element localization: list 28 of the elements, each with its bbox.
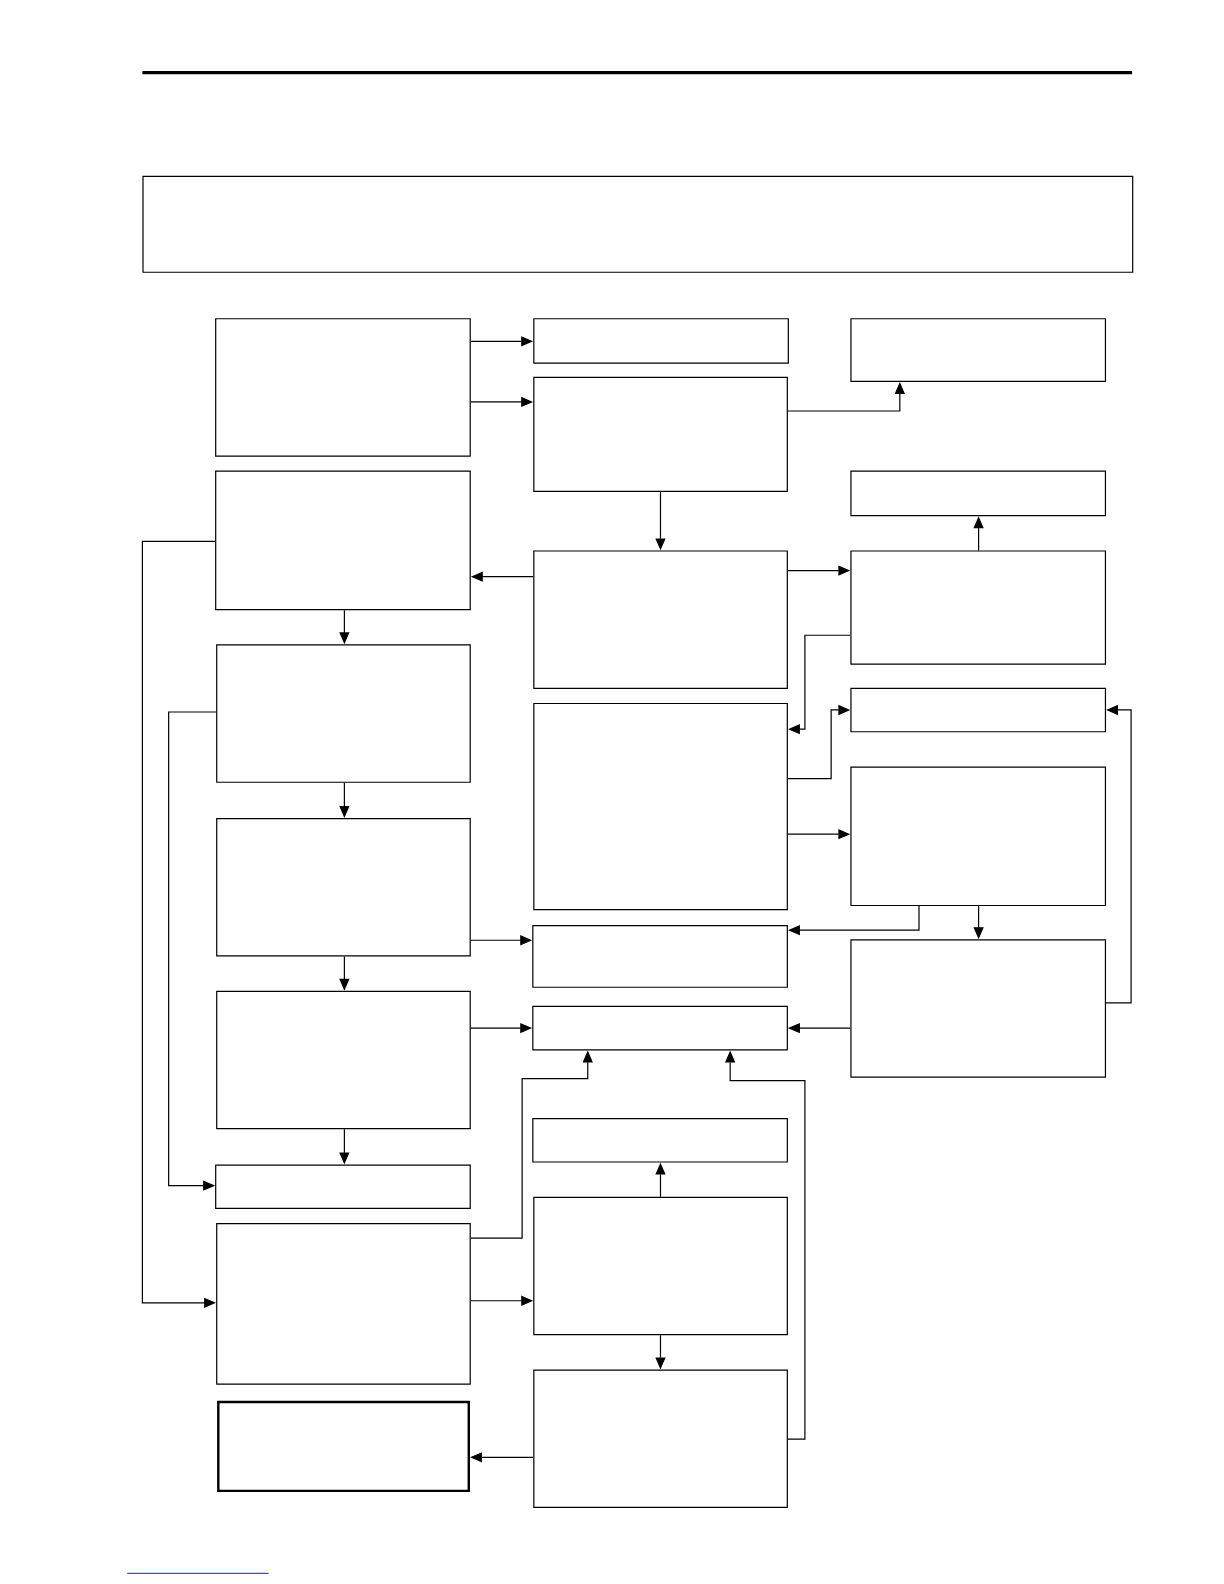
process-box bbox=[533, 702, 788, 911]
process-box bbox=[215, 1164, 471, 1210]
process-box bbox=[216, 644, 471, 783]
process-box bbox=[850, 470, 1107, 517]
process-box bbox=[216, 1223, 471, 1385]
process-box bbox=[216, 818, 471, 957]
process-box bbox=[850, 318, 1107, 382]
arrow bbox=[339, 782, 350, 818]
process-box bbox=[850, 766, 1107, 907]
process-box bbox=[217, 1400, 470, 1493]
process-box bbox=[216, 990, 471, 1130]
arrow bbox=[787, 382, 905, 412]
process-box bbox=[215, 470, 471, 611]
process-box bbox=[533, 318, 789, 364]
process-box bbox=[533, 550, 788, 689]
process-box bbox=[533, 376, 788, 493]
process-box bbox=[533, 1369, 788, 1508]
arrow bbox=[168, 711, 217, 1191]
process-box bbox=[532, 1005, 788, 1051]
process-box bbox=[850, 687, 1107, 733]
process-box bbox=[533, 1196, 788, 1336]
arrow bbox=[470, 1452, 534, 1463]
header-box bbox=[142, 175, 1134, 273]
process-box bbox=[532, 1117, 788, 1163]
process-box bbox=[215, 318, 471, 457]
process-box bbox=[850, 939, 1107, 1078]
process-box bbox=[532, 925, 788, 988]
process-box bbox=[850, 550, 1107, 665]
